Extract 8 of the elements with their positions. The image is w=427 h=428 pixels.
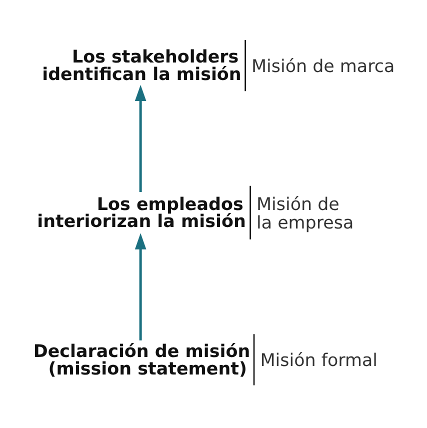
node-label: Declaración de misión (mission statement)	[33, 341, 250, 379]
node-label: Los stakeholders identifican la misión	[42, 47, 242, 85]
node-label: Misión de marca	[252, 56, 395, 77]
arrow	[134, 232, 146, 340]
node-label: Misión formal	[260, 350, 378, 371]
arrow	[134, 84, 146, 192]
node-label: Los empleados interiorizan la misión	[37, 194, 246, 232]
node-label: Misión de la empresa	[256, 194, 354, 233]
